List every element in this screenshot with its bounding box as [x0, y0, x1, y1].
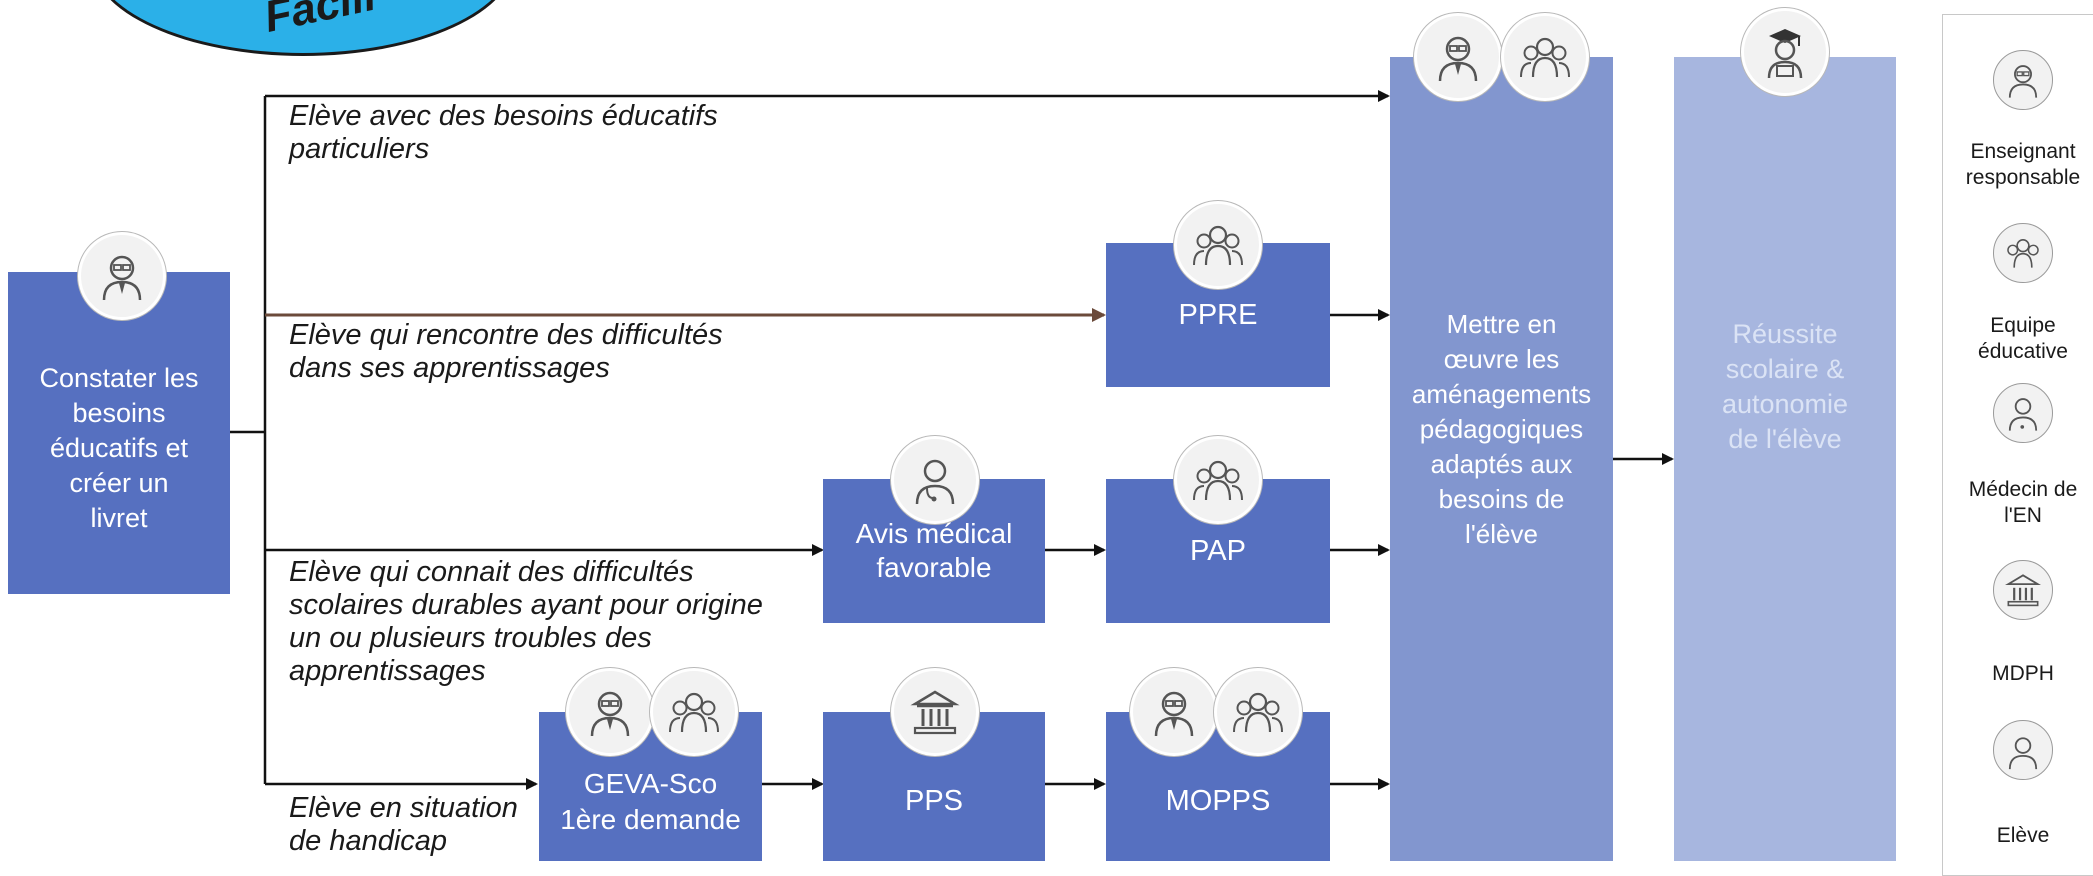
teacher-icon — [78, 232, 166, 320]
teacher-icon — [1414, 13, 1502, 101]
start-box-line: besoins — [72, 397, 166, 428]
branch-label-troubles: Elève qui connait des difficultés scolai… — [289, 556, 763, 687]
mettre-line: l'élève — [1465, 518, 1538, 549]
branch-label-difficultes: Elève qui rencontre des difficultés dans… — [289, 319, 723, 384]
start-box-line: éducatifs et — [49, 432, 189, 463]
teacher-icon — [1130, 668, 1218, 756]
reussite-box: Réussite scolaire & autonomie de l'élève — [1674, 57, 1896, 861]
start-box-line: Constater les — [39, 362, 199, 393]
building-icon — [1993, 560, 2053, 620]
doctor-icon — [1993, 383, 2053, 443]
reussite-line: autonomie — [1721, 388, 1849, 419]
building-icon — [891, 668, 979, 756]
doctor-icon — [891, 436, 979, 524]
mettre-line: œuvre les — [1443, 343, 1560, 374]
mettre-line: Mettre en — [1446, 308, 1557, 339]
team-icon — [650, 668, 738, 756]
legend-label: Médecin de l'EN — [1968, 478, 2078, 527]
legend-label: Enseignant responsable — [1965, 140, 2081, 189]
start-box-line: livret — [90, 502, 148, 533]
start-box: Constater les besoins éducatifs et créer… — [8, 272, 230, 594]
legend-panel: Enseignant responsable Equipe éducative … — [1942, 14, 2093, 876]
branch-label-handicap: Elève en situation de handicap — [289, 792, 518, 857]
branch-label-besoins: Elève avec des besoins éducatifs particu… — [289, 100, 718, 165]
legend-label: Equipe éducative — [1978, 314, 2068, 363]
mettre-line: adaptés aux — [1430, 448, 1573, 479]
legend-label: Elève — [1996, 824, 2050, 847]
reussite-line: Réussite — [1732, 318, 1838, 349]
teacher-icon — [566, 668, 654, 756]
team-icon — [1214, 668, 1302, 756]
team-icon — [1174, 436, 1262, 524]
legend-label: MDPH — [1992, 662, 2054, 685]
pap-label: PAP — [1190, 534, 1246, 567]
avis-line: favorable — [876, 552, 992, 583]
geva-line: 1ère demande — [560, 803, 741, 835]
mettre-line: pédagogiques — [1419, 413, 1584, 444]
pps-label: PPS — [904, 785, 964, 817]
team-icon — [1501, 13, 1589, 101]
mettre-line: aménagements — [1411, 378, 1592, 409]
team-icon — [1174, 201, 1262, 289]
ppre-label: PPRE — [1178, 298, 1258, 331]
start-box-line: créer un — [69, 467, 169, 498]
mopps-label: MOPPS — [1165, 785, 1271, 817]
reussite-line: de l'élève — [1728, 423, 1842, 454]
graduate-student-icon — [1741, 8, 1829, 96]
team-icon — [1993, 223, 2053, 283]
mettre-en-oeuvre-box: Mettre en œuvre les aménagements pédagog… — [1390, 57, 1613, 861]
teacher-icon — [1993, 50, 2053, 110]
reussite-line: scolaire & — [1725, 353, 1845, 384]
geva-line: GEVA-Sco — [583, 767, 718, 799]
mettre-line: besoins de — [1438, 483, 1565, 514]
student-icon — [1993, 720, 2053, 780]
